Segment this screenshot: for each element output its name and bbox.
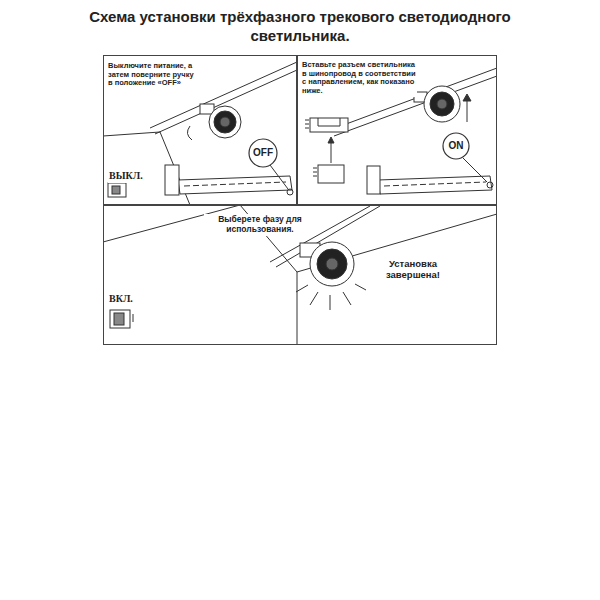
drawing-part <box>187 126 192 140</box>
drawing-part <box>310 292 318 305</box>
drawing-part <box>310 242 354 286</box>
drawing-part <box>313 168 317 169</box>
drawing-part <box>430 92 454 116</box>
drawing-part <box>297 272 298 345</box>
drawing-part <box>424 86 460 122</box>
instruction-text: Установка завершена! <box>366 258 460 282</box>
callout-label: ON <box>449 140 464 152</box>
instruction-text: Вставьте разъем светильника в шинопровод… <box>301 60 417 97</box>
drawing-part <box>305 124 309 125</box>
drawing-part <box>110 310 130 328</box>
drawing-part <box>305 128 309 129</box>
title: Схема установки трёхфазного трекового св… <box>80 8 520 46</box>
drawing-part <box>305 120 309 121</box>
switch-state-label: ВЫКЛ. <box>108 169 144 183</box>
switch-icon <box>108 183 126 197</box>
drawing-part <box>214 111 236 133</box>
drawing-part <box>318 118 340 126</box>
drawing-part <box>313 176 317 177</box>
track-profile <box>165 165 293 195</box>
step-panel: Вставьте разъем светильника в шинопровод… <box>297 55 497 205</box>
light-rays <box>296 284 366 310</box>
drawing-part <box>467 99 468 122</box>
drawing-part <box>287 189 293 195</box>
instruction-text: Выберете фазу для использования. <box>204 214 316 236</box>
drawing-part <box>270 165 288 189</box>
drawing-part <box>165 165 179 195</box>
drawing-part <box>103 62 497 345</box>
drawing-part <box>184 182 286 186</box>
drawing-part <box>328 137 334 143</box>
drawing-part <box>487 182 493 188</box>
drawing-part <box>463 94 471 101</box>
drawing-part <box>103 132 160 136</box>
drawing-part <box>378 176 492 194</box>
circle-shape <box>249 139 277 167</box>
step-panel: Выберете фазу для использования. ВКЛ. Уста… <box>103 205 497 345</box>
drawing-part <box>437 99 447 109</box>
drawing-part <box>330 295 331 310</box>
step-panel: Выключите питание, а затем поверните руч… <box>103 55 297 205</box>
drawing-part <box>114 313 124 325</box>
drawing-part <box>296 285 308 292</box>
drawing-part <box>367 166 380 194</box>
drawing-part <box>133 314 134 322</box>
drawing-part <box>384 182 486 186</box>
drawing-part <box>317 249 347 279</box>
switch-state-label: ВКЛ. <box>108 292 134 306</box>
room-lines <box>103 132 190 205</box>
up-arrow <box>463 94 471 122</box>
drawing-part <box>112 186 120 194</box>
switch-icon <box>110 310 133 328</box>
drawing-part <box>318 165 344 183</box>
instruction-text: Выключите питание, а затем поверните руч… <box>107 61 199 89</box>
room-lines <box>103 205 497 345</box>
drawing-part <box>313 172 317 173</box>
track-profile <box>367 158 493 194</box>
drawing-part <box>355 284 366 290</box>
circle-shape <box>443 133 469 159</box>
luminaire <box>187 104 241 140</box>
drawing-part <box>209 106 241 138</box>
drawing-part <box>178 176 292 194</box>
drawing-part <box>343 292 351 305</box>
drawing-part <box>220 117 230 127</box>
callout-circle: ON <box>442 132 470 160</box>
drawing-part <box>310 118 348 132</box>
drawing-part <box>326 258 338 270</box>
callout-circle: OFF <box>248 138 278 168</box>
callout-label: OFF <box>253 147 273 159</box>
drawing-part <box>463 158 487 182</box>
cross-section <box>305 118 348 183</box>
drawing-part <box>108 183 126 197</box>
luminaire <box>414 86 460 122</box>
luminaire <box>300 242 354 286</box>
